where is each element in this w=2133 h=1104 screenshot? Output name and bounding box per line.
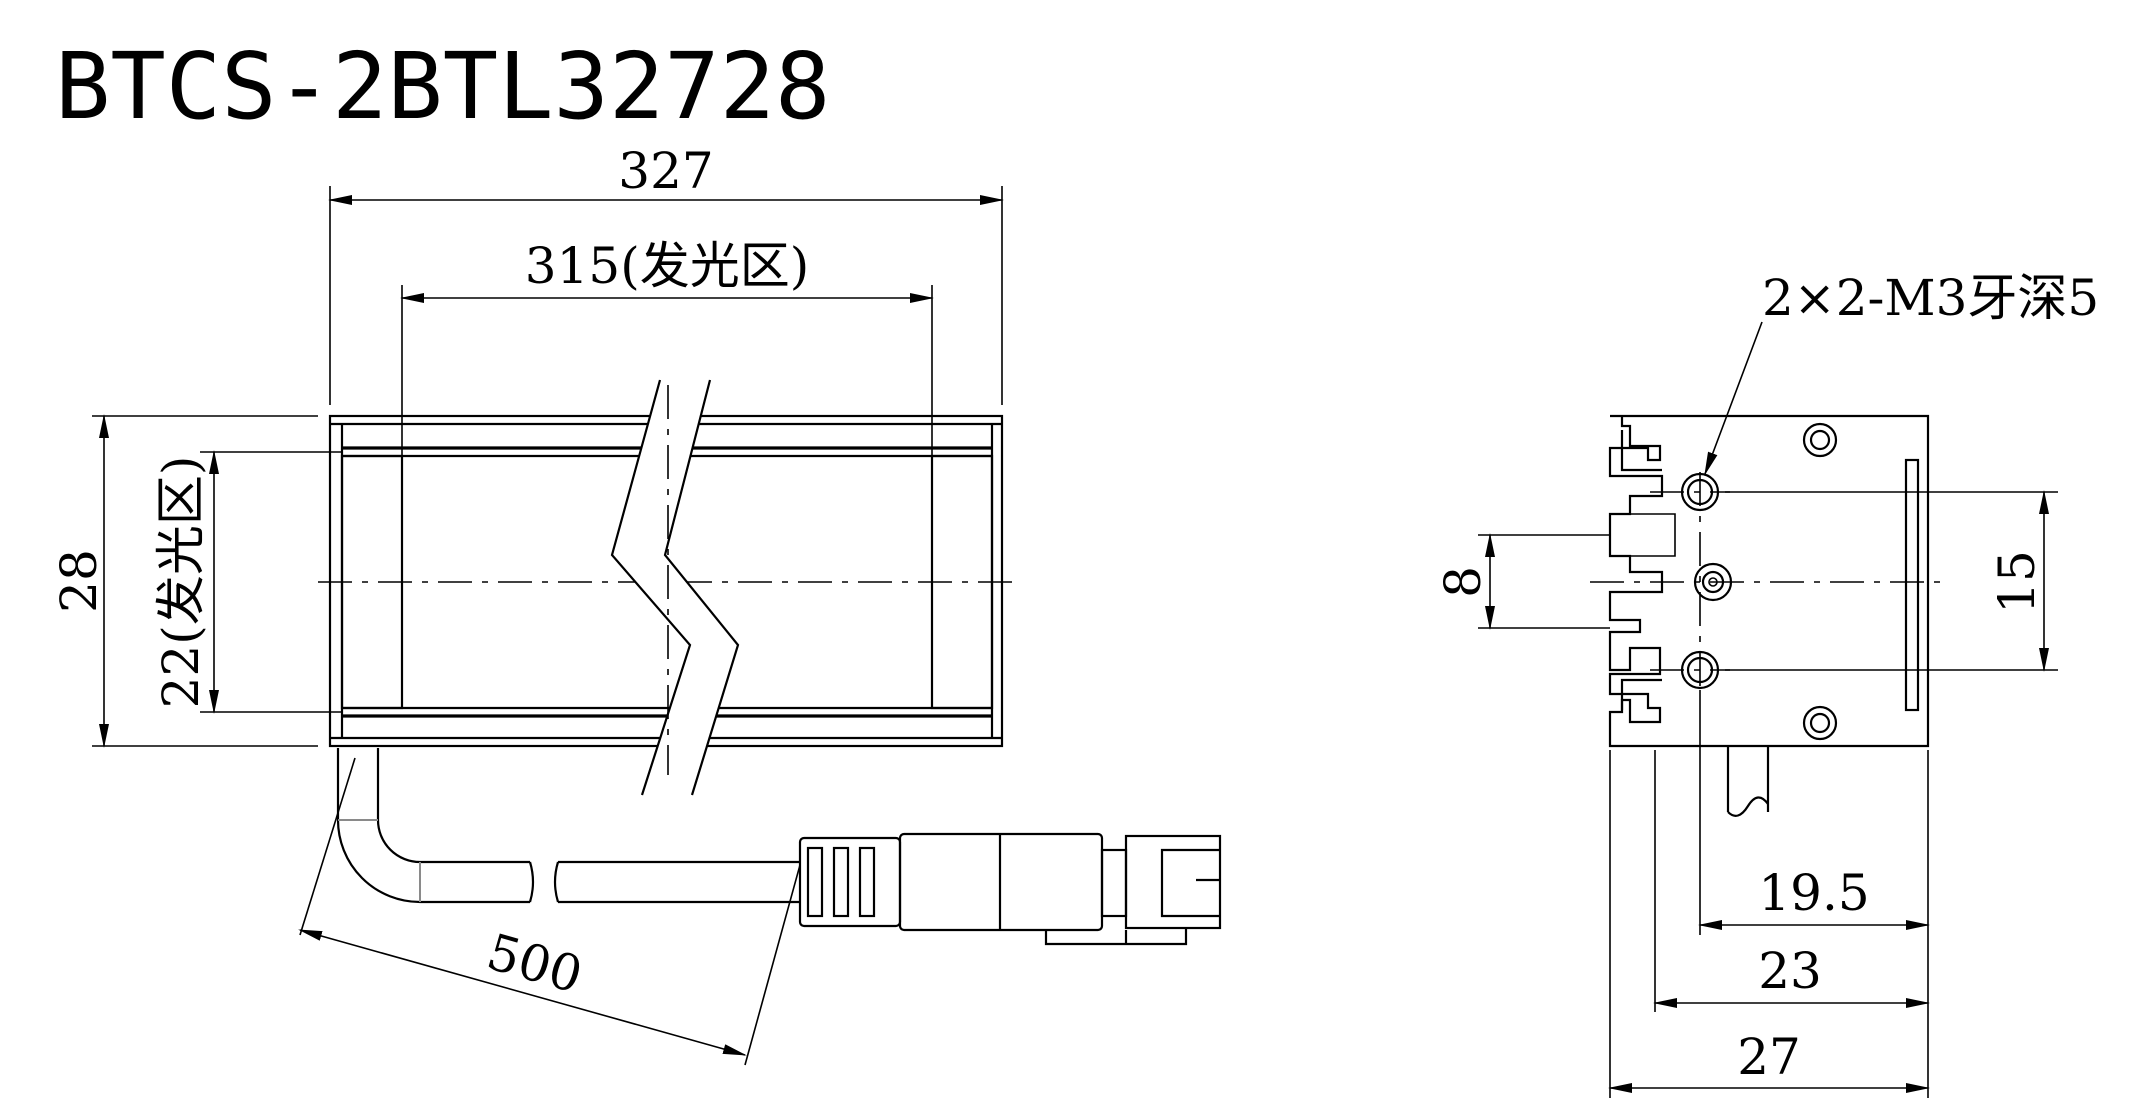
connector	[798, 832, 1222, 946]
dim-depth-3: 27	[1737, 1028, 1801, 1086]
front-view: 327 315(发光区) 28 22(发光区) 500	[50, 142, 1222, 1066]
cable	[336, 748, 530, 904]
break-line-right	[663, 379, 740, 796]
hole-top-right	[1802, 422, 1838, 458]
dim-depth-1: 19.5	[1758, 864, 1869, 922]
dim-pitch-small: 8	[1434, 566, 1492, 598]
product-model-title: BTCS-2BTL32728	[55, 33, 830, 140]
break-line-left	[610, 379, 692, 796]
dim-cable-length: 500	[481, 923, 589, 1005]
dim-length-emitting: 315(发光区)	[525, 237, 809, 295]
dim-depth-2: 23	[1758, 942, 1822, 1000]
hole-bottom-right	[1802, 705, 1838, 741]
side-view: 2×2-M3牙深5 8 15 19.5 23 27	[1434, 269, 2099, 1098]
dim-height-emitting: 22(发光区)	[152, 456, 210, 709]
dim-pitch-large: 15	[1988, 550, 2046, 614]
dim-height-total: 28	[50, 549, 108, 613]
thread-note: 2×2-M3牙深5	[1762, 269, 2099, 327]
profile-outline	[1608, 414, 1930, 748]
dim-length-total: 327	[618, 142, 713, 200]
